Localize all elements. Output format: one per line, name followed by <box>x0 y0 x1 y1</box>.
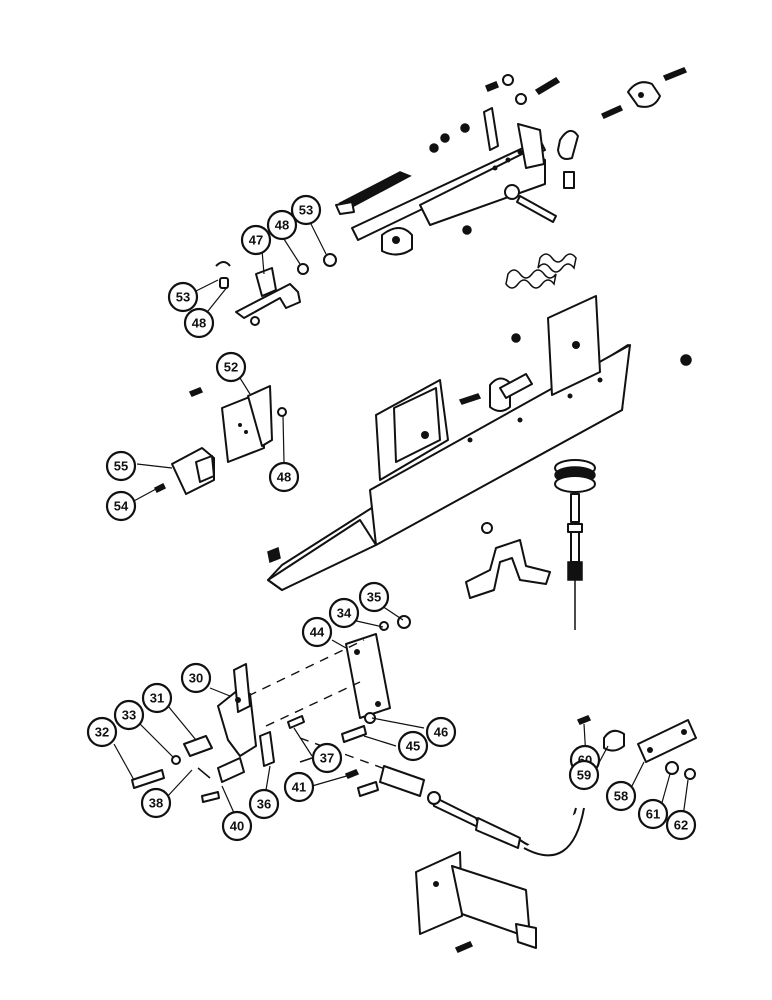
callout-label: 48 <box>277 470 291 485</box>
callout-label: 58 <box>614 789 628 804</box>
callout-label: 35 <box>367 590 381 605</box>
callout-62: 62 <box>665 809 697 841</box>
callout-label: 37 <box>320 751 334 766</box>
long-bolt <box>515 77 561 105</box>
callout-37: 37 <box>311 742 343 774</box>
main-frame <box>267 295 631 591</box>
rod-end <box>557 129 579 189</box>
callout-52: 52 <box>215 351 247 383</box>
callout-label: 40 <box>230 819 244 834</box>
callout-label: 30 <box>189 671 203 686</box>
callout-34: 34 <box>328 597 360 629</box>
rod-end-bracket <box>600 67 688 119</box>
callout-label: 59 <box>577 768 591 783</box>
callout-36: 36 <box>248 788 280 820</box>
callout-38: 38 <box>140 787 172 819</box>
callout-label: 41 <box>292 780 306 795</box>
callout-label: 48 <box>275 218 289 233</box>
mount-bracket <box>415 851 537 953</box>
callout-label: 34 <box>337 606 352 621</box>
callout-label: 46 <box>434 725 448 740</box>
latch-bracket <box>215 253 337 326</box>
pedal-arm-assembly <box>335 107 579 256</box>
plate-44 <box>345 615 411 724</box>
callout-58: 58 <box>605 780 637 812</box>
callout-53-upper-mid: 53 <box>290 194 322 226</box>
lever-assembly <box>131 639 425 803</box>
pedal-pad <box>335 171 412 215</box>
callout-48-mid: 48 <box>268 461 300 493</box>
callout-label: 61 <box>646 807 660 822</box>
callout-30: 30 <box>180 662 212 694</box>
callout-35: 35 <box>358 581 390 613</box>
callout-label: 52 <box>224 360 238 375</box>
callout-label: 47 <box>249 233 263 248</box>
callout-53-upper-left: 53 <box>167 281 199 313</box>
pulley-cable <box>554 459 596 630</box>
callout-40: 40 <box>221 810 253 842</box>
control-cable <box>427 791 585 857</box>
callout-33: 33 <box>113 699 145 731</box>
callout-31: 31 <box>141 682 173 714</box>
callout-label: 54 <box>114 499 129 514</box>
bracket-52 <box>188 385 287 463</box>
callout-48-upper-mid: 48 <box>266 209 298 241</box>
callout-label: 32 <box>95 725 109 740</box>
callout-48-upper-left: 48 <box>183 307 215 339</box>
top-hardware-group <box>429 67 692 366</box>
callout-label: 53 <box>176 290 190 305</box>
callout-55: 55 <box>105 450 137 482</box>
callout-label: 55 <box>114 459 128 474</box>
callout-label: 48 <box>192 316 206 331</box>
callout-label: 44 <box>310 625 325 640</box>
bracket-55 <box>153 447 215 495</box>
callout-label: 38 <box>149 796 163 811</box>
leader-lines <box>113 221 689 825</box>
right-hardware <box>576 715 697 780</box>
nuts-cluster <box>429 123 692 366</box>
callout-label: 62 <box>674 818 688 833</box>
callout-45: 45 <box>397 730 429 762</box>
callout-label: 31 <box>150 691 164 706</box>
callout-label: 45 <box>406 739 420 754</box>
callout-32: 32 <box>86 716 118 748</box>
callout-label: 53 <box>299 203 313 218</box>
pivot-block <box>381 227 413 256</box>
callout-label: 36 <box>257 797 271 812</box>
callout-label: 33 <box>122 708 136 723</box>
callout-44: 44 <box>301 616 333 648</box>
callout-46: 46 <box>425 716 457 748</box>
callout-59: 59 <box>568 759 600 791</box>
callout-61: 61 <box>637 798 669 830</box>
callouts: 53 48 47 48 53 52 48 55 <box>86 194 697 842</box>
small-bolt <box>485 74 514 92</box>
pivot-bolt <box>504 184 557 223</box>
callout-54: 54 <box>105 490 137 522</box>
saddle-bracket <box>465 522 551 599</box>
return-springs <box>505 253 577 289</box>
callout-47: 47 <box>240 224 272 256</box>
callout-41: 41 <box>283 771 315 803</box>
